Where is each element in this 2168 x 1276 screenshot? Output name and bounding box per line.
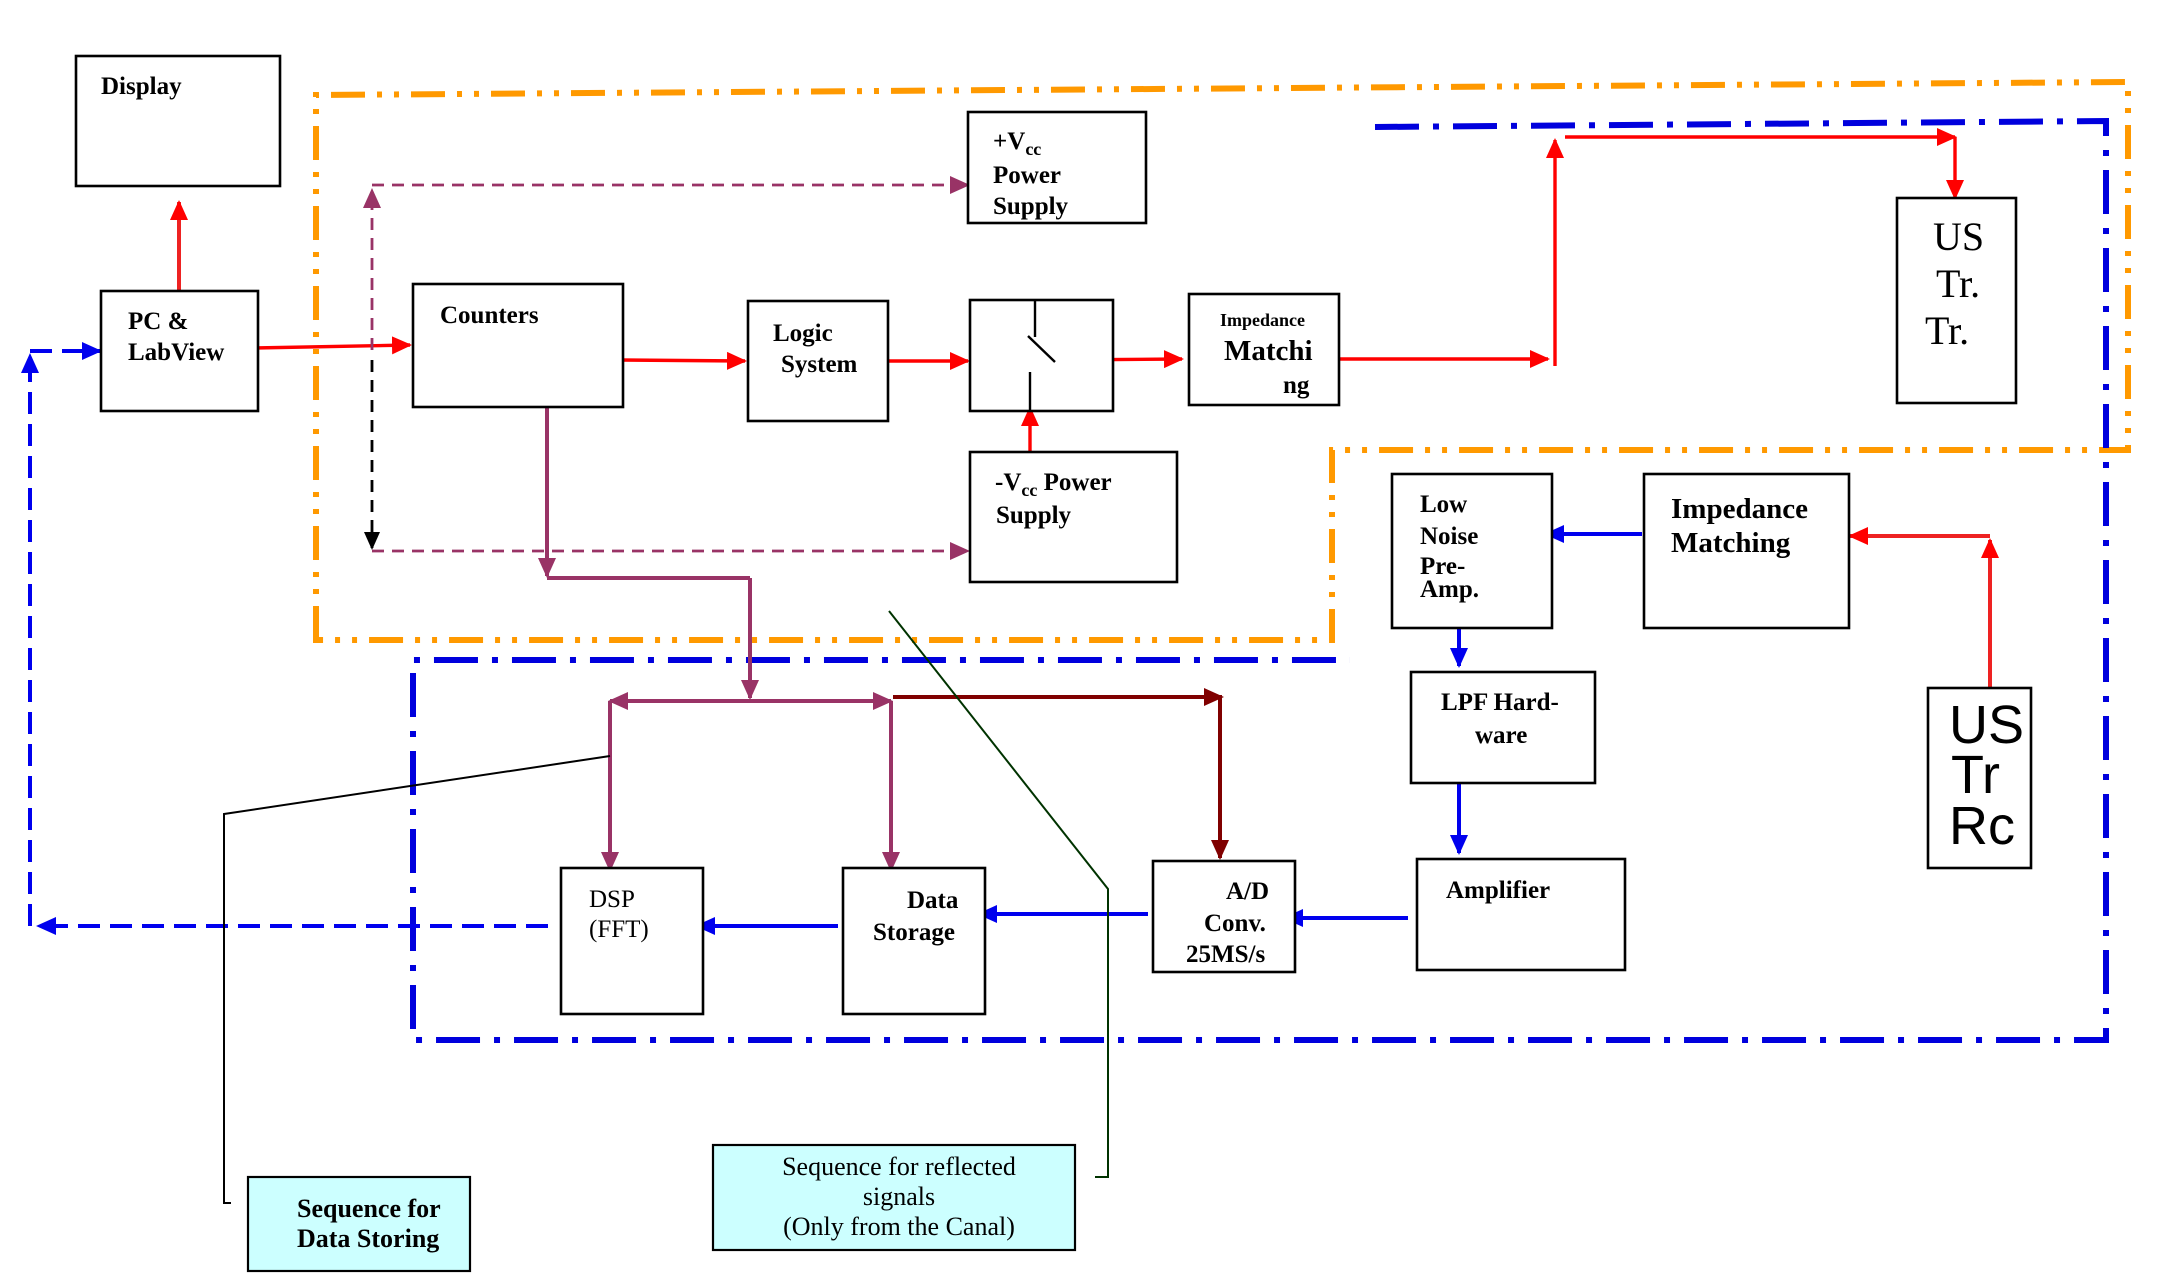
storage-line1: Data [907, 887, 959, 914]
vcc-minus-supply: Supply [996, 502, 1072, 529]
lpf-hardware-block: LPF Hard- ware [1409, 670, 1597, 785]
adc-line1: A/D [1226, 878, 1269, 905]
pc-labview-block: PC & LabView [99, 289, 260, 413]
counters-label: Counters [440, 302, 539, 329]
vcc-plus-power-supply-block: +Vcc Power Supply [966, 110, 1148, 225]
vcc-plus-power: Power [993, 162, 1061, 189]
impedance-tx-small: Impedance [1220, 310, 1305, 330]
lna-line1: Low [1420, 491, 1467, 518]
amplifier-block: Amplifier [1415, 857, 1627, 972]
adc-line3: 25MS/s [1186, 941, 1265, 968]
impedance-tx-tail: ng [1283, 372, 1310, 399]
display-label: Display [101, 73, 182, 100]
note-data-storing-line2: Data Storing [297, 1224, 439, 1253]
switch-block [968, 298, 1115, 413]
us-transducer-rx-block: US Tr Rc [1926, 686, 2033, 870]
vcc-plus-label: +Vcc [993, 128, 1041, 159]
vcc-minus-power-supply-block: -Vcc Power Supply [968, 450, 1179, 584]
us-tr-line1: US [1933, 214, 1984, 259]
impedance-rx-line1: Impedance [1671, 493, 1808, 525]
ad-converter-block: A/D Conv. 25MS/s [1151, 859, 1297, 974]
logic-label-line1: Logic [773, 320, 833, 347]
adc-line2: Conv. [1204, 910, 1266, 937]
note-reflected-line1: Sequence for reflected [782, 1152, 1016, 1181]
impedance-tx-large: Matchi [1224, 335, 1313, 367]
storage-line2: Storage [873, 919, 955, 946]
impedance-matching-rx-block: Impedance Matching [1642, 472, 1851, 630]
pc-label-line2: LabView [128, 339, 224, 366]
us-rc-line3: Rc [1949, 796, 2015, 856]
us-tr-line3: Tr. [1925, 308, 1969, 353]
note-reflected-signals: Sequence for reflected signals (Only fro… [711, 1143, 1077, 1252]
lpf-line2: ware [1475, 722, 1527, 749]
leader-data-storing [223, 755, 611, 1204]
low-noise-preamp-block: Low Noise Pre- Amp. [1390, 472, 1554, 630]
vcc-plus-supply: Supply [993, 193, 1069, 220]
logic-system-block: Logic System [746, 299, 890, 423]
dsp-line2: (FFT) [589, 916, 649, 943]
us-tr-line2: Tr. [1936, 261, 1980, 306]
note-reflected-line3: (Only from the Canal) [783, 1212, 1015, 1241]
note-reflected-line2: signals [863, 1182, 935, 1211]
impedance-matching-tx-block: Impedance Matchi ng [1187, 292, 1341, 407]
dsp-line1: DSP [589, 886, 635, 913]
logic-label-line2: System [781, 351, 858, 378]
transmit-section-boundary [313, 78, 2131, 643]
us-rc-line2: Tr [1951, 745, 2000, 805]
receive-section-boundary [410, 117, 2109, 1043]
leader-reflected [888, 610, 1109, 1178]
counters-block: Counters [411, 282, 625, 409]
pc-label-line1: PC & [128, 308, 188, 335]
arrow-counters-to-logic [619, 351, 747, 370]
us-rc-line1: US [1949, 695, 2024, 755]
data-storage-block: Data Storage [841, 866, 987, 1016]
lpf-line1: LPF Hard- [1441, 689, 1559, 716]
lna-line2: Noise [1420, 523, 1478, 550]
impedance-rx-line2: Matching [1671, 527, 1791, 559]
amplifier-label: Amplifier [1446, 877, 1550, 904]
note-data-storing: Sequence for Data Storing [246, 1175, 472, 1273]
lna-line3: Pre- [1420, 553, 1465, 580]
lna-line4: Amp. [1420, 576, 1479, 603]
vcc-minus-label: -Vcc Power [995, 469, 1112, 500]
note-data-storing-line1: Sequence for [297, 1194, 441, 1223]
us-transducer-tx-block: US Tr. Tr. [1895, 196, 2018, 405]
arrow-pc-to-counters [253, 336, 412, 355]
display-block: Display [74, 54, 282, 188]
dsp-fft-block: DSP (FFT) [559, 866, 705, 1016]
